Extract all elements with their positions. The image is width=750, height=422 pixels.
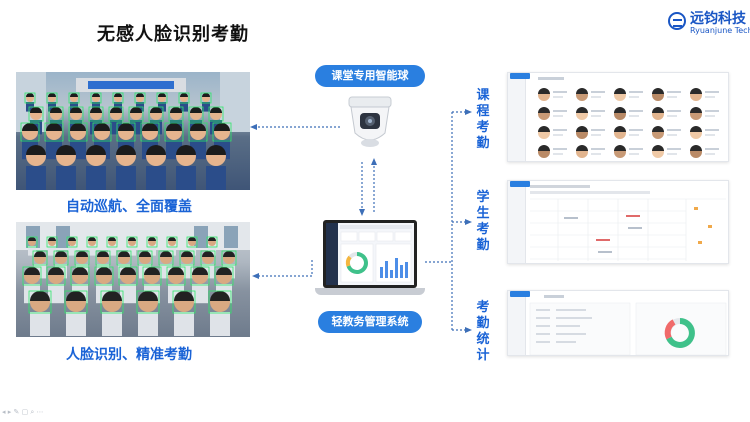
- attendance-stats-screenshot: [507, 290, 729, 356]
- page-title: 无感人脸识别考勤: [97, 24, 249, 45]
- schedule-table-drawing: [530, 185, 726, 261]
- student-attendance-screenshot: [507, 180, 729, 264]
- face-grid-drawing: [538, 77, 719, 158]
- classroom-photo-recognition: [16, 222, 250, 337]
- caption-recognition: 人脸识别、精准考勤: [66, 347, 192, 363]
- caption-patrol: 自动巡航、全面覆盖: [66, 199, 192, 215]
- brand-logo: 远钧科技 Ryuanjune Tech: [668, 8, 750, 38]
- laptop-icon: [315, 220, 425, 300]
- label-attendance-stats: 考勤统计: [476, 300, 490, 363]
- label-course-attendance: 课程考勤: [476, 88, 490, 151]
- camera-dome-icon: [345, 95, 395, 151]
- slide-controls[interactable]: ◂ ▸ ✎ ▢ ⌕ ⋯: [2, 408, 44, 416]
- classroom-photo-patrol: [16, 72, 250, 190]
- label-student-attendance: 学生考勤: [476, 190, 490, 253]
- classroom-photo-2-drawing: [16, 222, 250, 336]
- course-attendance-screenshot: [507, 72, 729, 162]
- dashboard-preview-drawing: [326, 223, 412, 285]
- classroom-photo-1-drawing: [16, 72, 250, 190]
- logo-mark-icon: [668, 12, 686, 30]
- logo-en-text: Ryuanjune Tech: [690, 26, 750, 35]
- dashboard-preview: [326, 223, 414, 285]
- system-label-pill: 轻教务管理系统: [318, 311, 422, 333]
- camera-label-pill: 课堂专用智能球: [315, 65, 425, 87]
- logo-cn-text: 远钧科技: [690, 11, 746, 27]
- stats-panel-drawing: [529, 295, 727, 355]
